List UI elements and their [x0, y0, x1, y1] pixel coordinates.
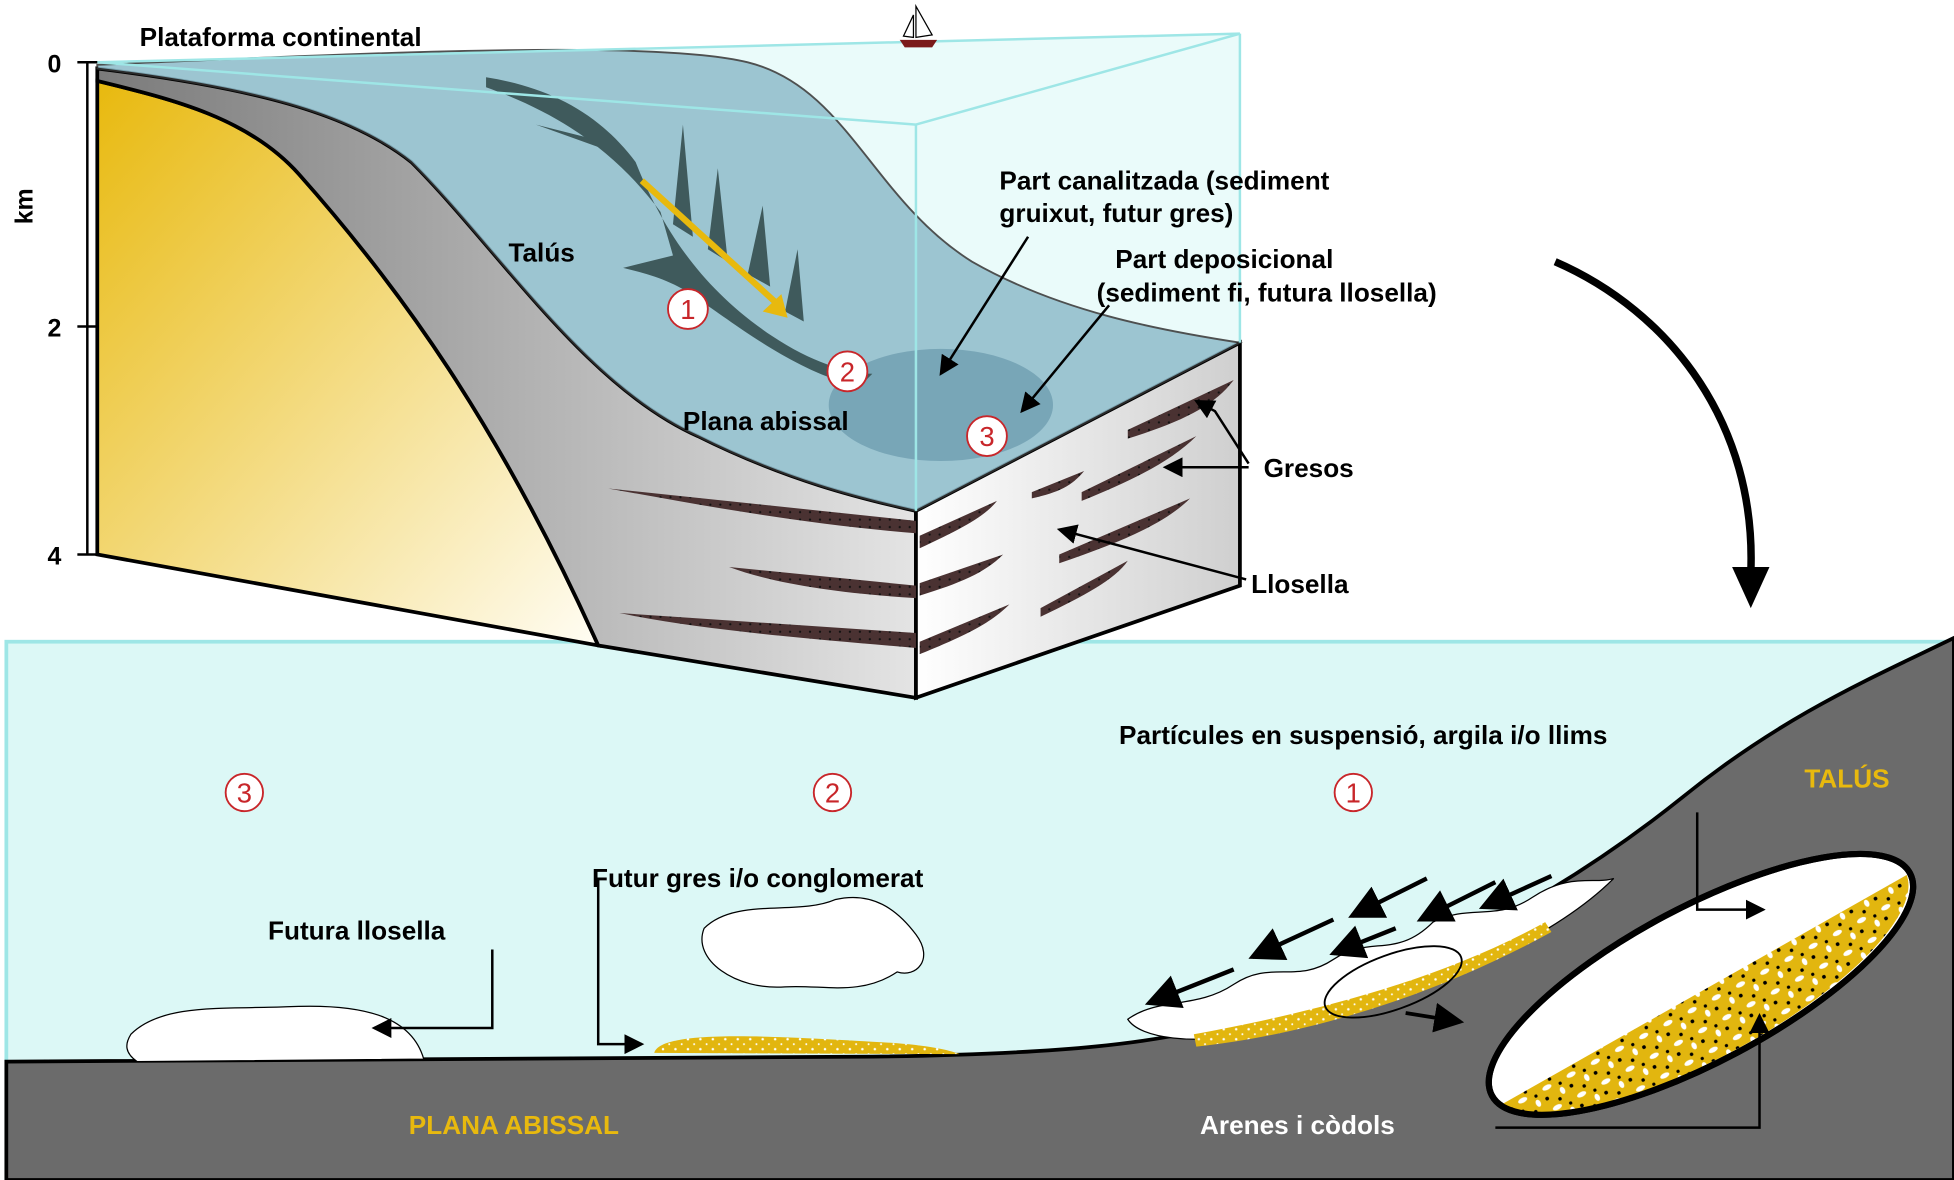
- shale-leader: [1056, 524, 1247, 581]
- tick-2: 2: [47, 314, 61, 342]
- tick-4: 4: [47, 542, 61, 570]
- future-shale-deposit: [126, 1005, 425, 1063]
- tick-0: 0: [47, 50, 61, 78]
- block-markers: 1 2 3: [667, 288, 1008, 457]
- glass-edge: [97, 32, 1240, 64]
- suspended-leader: [1695, 812, 1766, 920]
- marker-1: 1: [1346, 777, 1361, 808]
- flow-direction-arrowhead: [762, 294, 788, 318]
- label-slope-section: TALÚS: [1804, 763, 1889, 793]
- detail-ellipse: [1485, 850, 1917, 1118]
- depositional-leader: [1020, 304, 1111, 414]
- zoom-arrow: [1405, 1002, 1465, 1033]
- depth-axis: 0 2 4 km: [11, 50, 98, 570]
- sands-leader: [1495, 1013, 1770, 1129]
- marker-3: 3: [979, 421, 994, 452]
- flow-arrows: [1144, 873, 1553, 1009]
- label-future-shale: Futura llosella: [268, 916, 446, 946]
- label-depositional-1: Part deposicional: [1115, 244, 1333, 274]
- label-depositional-2: (sediment fi, futura llosella): [1097, 278, 1437, 308]
- flow-direction-line: [639, 178, 781, 308]
- label-abyssal: Plana abissal: [683, 406, 849, 436]
- channel-leader: [939, 236, 1030, 376]
- label-sandstones: Gresos: [1264, 453, 1354, 483]
- label-shale: Llosella: [1251, 569, 1349, 599]
- future-sandstone-leader: [596, 878, 645, 1055]
- suspended-cloud: [701, 896, 925, 989]
- label-future-sandstone: Futur gres i/o conglomerat: [592, 863, 924, 893]
- sandstone-layers: [608, 380, 1234, 655]
- glass-edge: [97, 61, 917, 126]
- section-markers: 3 2 1: [224, 772, 1373, 813]
- sandstone-leader-1: [1194, 400, 1250, 465]
- marker-3: 3: [237, 777, 252, 808]
- marker-1: 1: [680, 294, 695, 325]
- label-abyssal-section: PLANA ABISSAL: [409, 1110, 619, 1140]
- future-sandstone-deposit: [654, 1036, 960, 1055]
- glass-edge: [915, 32, 1241, 126]
- label-shelf: Plataforma continental: [140, 22, 422, 52]
- label-sands: Arenes i còdols: [1200, 1110, 1395, 1140]
- axis-unit: km: [11, 188, 39, 224]
- sailboat-icon: [899, 3, 938, 48]
- label-channel-2: gruixut, futur gres): [999, 198, 1233, 228]
- label-slope: Talús: [508, 238, 574, 268]
- transition-arrow: [1553, 258, 1755, 574]
- label-channel-1: Part canalitzada (sediment: [999, 165, 1329, 195]
- future-shale-leader: [371, 949, 494, 1038]
- zoom-circle: [1323, 945, 1463, 1019]
- transition-arrowhead: [1732, 566, 1770, 609]
- label-suspended: Partícules en suspensió, argila i/o llim…: [1119, 720, 1607, 750]
- sand-layer: [1193, 922, 1552, 1047]
- marker-2: 2: [840, 356, 855, 387]
- marker-2: 2: [825, 777, 840, 808]
